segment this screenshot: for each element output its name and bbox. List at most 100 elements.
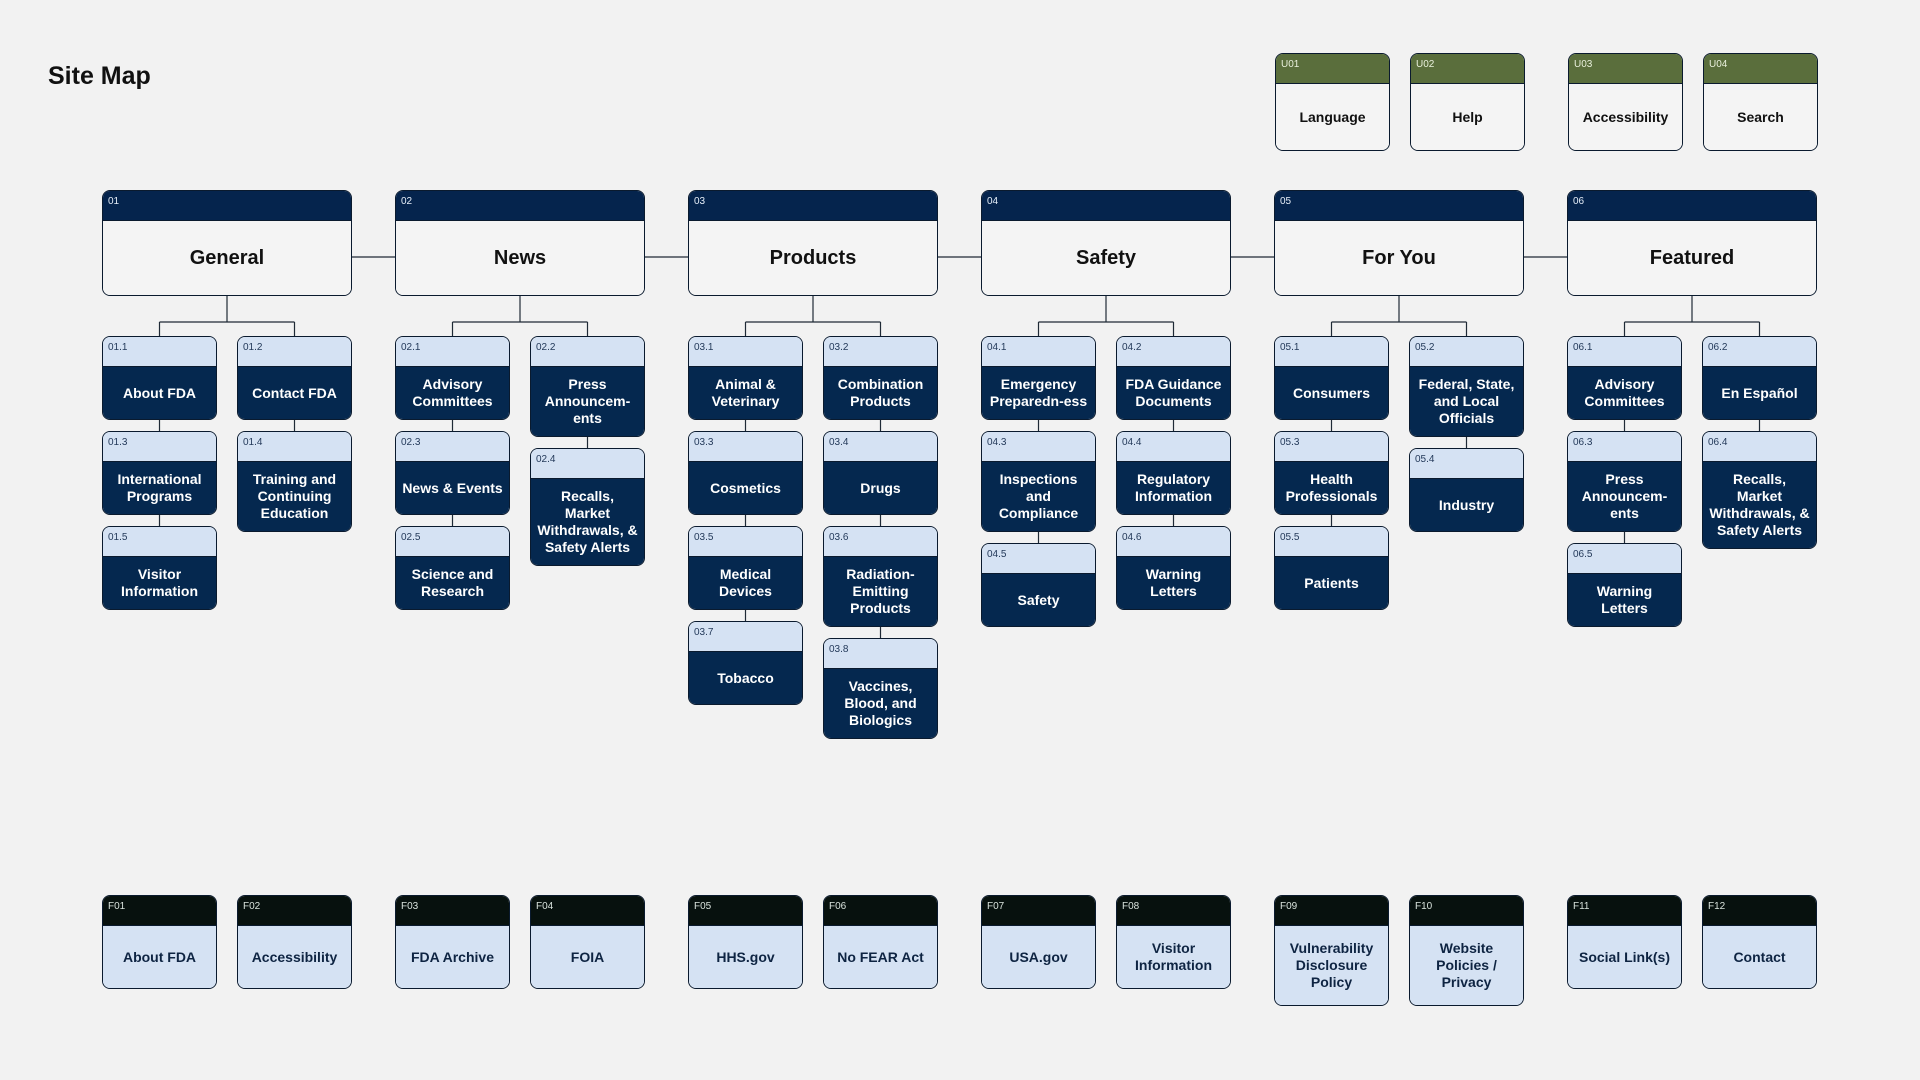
- node-label: En Español: [1703, 367, 1816, 419]
- node-label: Contact FDA: [238, 367, 351, 419]
- node-label: HHS.gov: [689, 926, 802, 988]
- node-label: Radiation-Emitting Products: [824, 557, 937, 626]
- node-header: U01: [1276, 54, 1389, 84]
- node-label: Industry: [1410, 479, 1523, 531]
- node-header: 02.3: [396, 432, 509, 462]
- node-label: FOIA: [531, 926, 644, 988]
- node-label: Medical Devices: [689, 557, 802, 609]
- node-header: 04.6: [1117, 527, 1230, 557]
- node-header: F12: [1703, 896, 1816, 926]
- page-title: Site Map: [48, 62, 151, 90]
- node-code: U01: [1281, 59, 1300, 70]
- node-code: F05: [694, 901, 712, 912]
- node-header: 04.5: [982, 544, 1095, 574]
- node-code: 05: [1280, 196, 1292, 207]
- node-header: 06: [1568, 191, 1816, 221]
- node-code: 01.3: [108, 437, 128, 448]
- node-code: F10: [1415, 901, 1433, 912]
- node-code: 01.2: [243, 342, 263, 353]
- node-code: 06.3: [1573, 437, 1593, 448]
- node-label: Safety: [982, 574, 1095, 626]
- node-code: 04.3: [987, 437, 1007, 448]
- node-label: No FEAR Act: [824, 926, 937, 988]
- node-label: Vulnerability Disclosure Policy: [1275, 926, 1388, 1005]
- node-code: 01.4: [243, 437, 263, 448]
- node-header: 01.1: [103, 337, 216, 367]
- node-code: 02.1: [401, 342, 421, 353]
- node-code: 02.3: [401, 437, 421, 448]
- node-code: 02.2: [536, 342, 556, 353]
- node-label: Consumers: [1275, 367, 1388, 419]
- node-label: Drugs: [824, 462, 937, 514]
- node-header: 05.1: [1275, 337, 1388, 367]
- node-code: 05.3: [1280, 437, 1300, 448]
- node-code: 05.2: [1415, 342, 1435, 353]
- child-node-en-espa-ol[interactable]: 06.2 En Español: [1702, 336, 1817, 420]
- node-header: F11: [1568, 896, 1681, 926]
- node-header: 06.2: [1703, 337, 1816, 367]
- node-code: 06.2: [1708, 342, 1728, 353]
- node-header: 01.3: [103, 432, 216, 462]
- node-code: 03.7: [694, 627, 714, 638]
- node-header: 02.1: [396, 337, 509, 367]
- node-label: About FDA: [103, 926, 216, 988]
- node-header: F05: [689, 896, 802, 926]
- node-code: U02: [1416, 59, 1435, 70]
